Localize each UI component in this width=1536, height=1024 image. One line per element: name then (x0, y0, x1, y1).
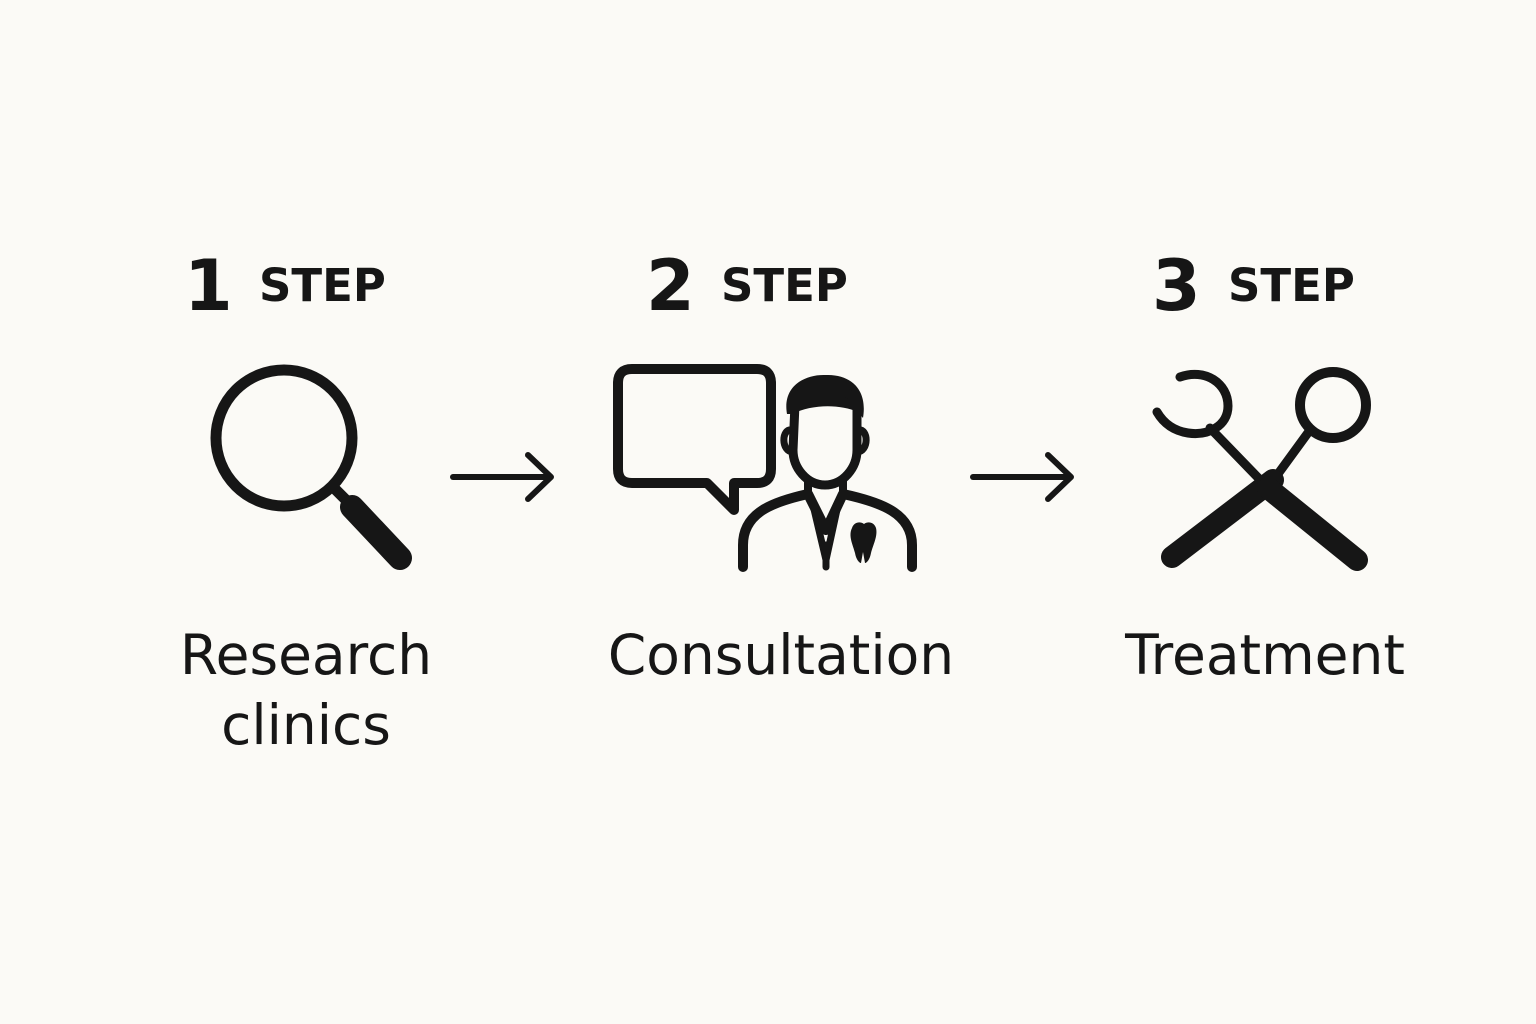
step-3-label: Treatment (1115, 620, 1415, 690)
step-1-title: STEP (259, 259, 386, 312)
step-2-label-line-1: Consultation (607, 623, 955, 687)
step-2-label: Consultation (591, 620, 971, 690)
arrow-right-icon (450, 452, 554, 502)
tooth-icon (850, 522, 877, 563)
step-3-label-line-1: Treatment (1125, 623, 1405, 687)
step-1-label-line-2: clinics (221, 693, 391, 757)
dentist-person-icon (738, 374, 917, 572)
step-1-label-line-1: Research (179, 623, 433, 687)
step-3-number: 3 (1152, 245, 1201, 327)
step-2-number: 2 (646, 245, 695, 327)
step-2-title: STEP (721, 259, 848, 312)
dentist-consultation-icon (613, 364, 917, 572)
step-1-number: 1 (184, 245, 233, 327)
speech-bubble-icon (613, 364, 776, 515)
step-1-label: Research clinics (172, 620, 440, 760)
magnifying-glass-icon (210, 364, 412, 570)
step-3-title: STEP (1228, 259, 1355, 312)
arrow-right-icon (970, 452, 1074, 502)
dental-tools-icon (1152, 367, 1371, 571)
